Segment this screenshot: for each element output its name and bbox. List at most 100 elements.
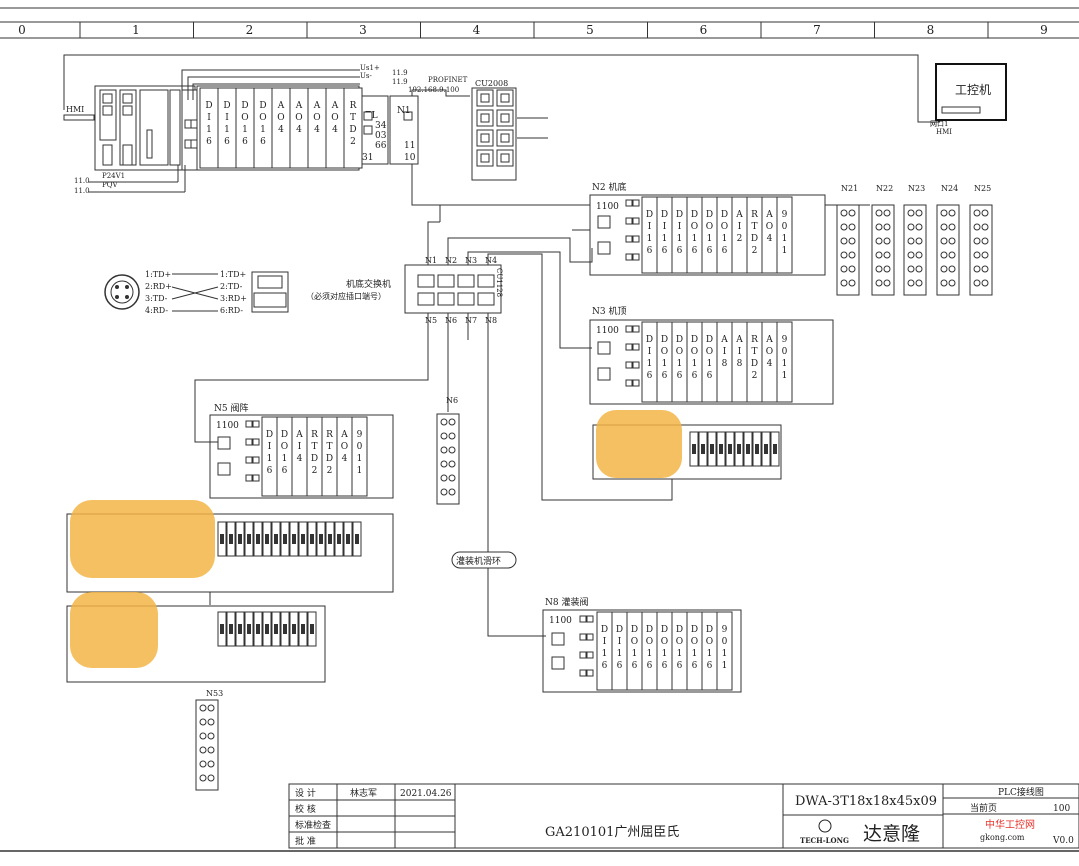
grid-column-1: 1 (132, 23, 140, 37)
svg-text:N6: N6 (446, 396, 458, 405)
version: V0.0 (1052, 836, 1074, 846)
svg-text:1100: 1100 (596, 202, 619, 212)
svg-text:11.0: 11.0 (74, 187, 90, 195)
tb-role: 标准检查 (295, 819, 331, 831)
grid-column-0: 0 (18, 23, 26, 37)
industrial-pc: 工控机 网口1 HMI (930, 63, 1007, 136)
grid-column-2: 2 (246, 23, 254, 37)
slip-ring: 灌装机滑环 (451, 551, 517, 569)
tb-role: 设 计 (295, 787, 316, 799)
rack-n5-title: N5 阀阵 (214, 402, 248, 414)
svg-text:11.9: 11.9 (392, 78, 408, 86)
io-block-n22: N22 (876, 184, 893, 193)
switch-port-n7: N7 (465, 316, 477, 325)
switch-port-n8: N8 (485, 316, 497, 325)
grid-column-4: 4 (473, 23, 481, 37)
tb-role: 批 准 (295, 835, 316, 847)
svg-text:1100: 1100 (596, 326, 619, 336)
rack-n2-title: N2 机底 (592, 181, 626, 193)
svg-text:PQV: PQV (102, 181, 118, 189)
company-logo: TECH-LONG (800, 836, 849, 845)
io-block-n23: N23 (908, 184, 925, 193)
io-block-n6: N6 (436, 396, 460, 505)
valve-island-n51 (66, 500, 394, 593)
grid-column-3: 3 (359, 23, 367, 37)
switch-note: （必须对应插口端号） (306, 291, 386, 301)
svg-text:CU1128: CU1128 (495, 268, 503, 297)
slip-ring-label: 灌装机滑环 (456, 555, 501, 567)
io-block-n25: N25 (974, 184, 991, 193)
switch-port-n3: N3 (465, 256, 477, 265)
project-name: GA210101广州屈臣氏 (545, 825, 679, 840)
switch-port-n6: N6 (445, 316, 457, 325)
svg-text:Us1+: Us1+ (360, 64, 380, 72)
svg-text:CU2008: CU2008 (475, 79, 508, 88)
svg-text:11.9: 11.9 (392, 69, 408, 77)
grid-column-5: 5 (586, 23, 594, 37)
svg-text:当前页: 当前页 (970, 802, 997, 814)
switch-port-n2: N2 (445, 256, 457, 265)
tb-name: 林志军 (350, 787, 377, 799)
grid-column-8: 8 (927, 23, 935, 37)
pin-left: 1:TD+ (145, 270, 171, 279)
svg-text:34: 34 (375, 121, 387, 131)
rack-n3-title: N3 机顶 (592, 305, 626, 317)
grid-column-9: 9 (1040, 23, 1048, 37)
pin-left: 2:RD+ (145, 282, 172, 291)
pin-right: 6:RD- (220, 306, 243, 315)
svg-text:网口1: 网口1 (930, 120, 948, 128)
hmi-label: HMI (66, 105, 84, 114)
watermark-text: 中华工控网 (985, 818, 1035, 831)
svg-text:11: 11 (404, 141, 415, 151)
svg-text:03: 03 (375, 131, 387, 141)
drawing-number: DWA-3T18x18x45x09 (795, 794, 937, 809)
top-wiring (63, 54, 940, 222)
svg-text:10: 10 (404, 153, 416, 163)
switch-port-n1: N1 (425, 256, 437, 265)
io-block-n53: N53 (195, 689, 223, 791)
svg-text:N53: N53 (206, 689, 223, 698)
svg-text:31: 31 (362, 153, 373, 163)
tb-date: 2021.04.26 (400, 789, 452, 799)
svg-text:1100: 1100 (216, 421, 239, 431)
svg-text:HMI: HMI (936, 128, 952, 136)
svg-text:11.0: 11.0 (74, 177, 90, 185)
node-label-n1: N1 (397, 106, 411, 116)
svg-text:66: 66 (375, 141, 387, 151)
grid-column-7: 7 (813, 23, 821, 37)
pin-right: 1:TD+ (220, 270, 246, 279)
